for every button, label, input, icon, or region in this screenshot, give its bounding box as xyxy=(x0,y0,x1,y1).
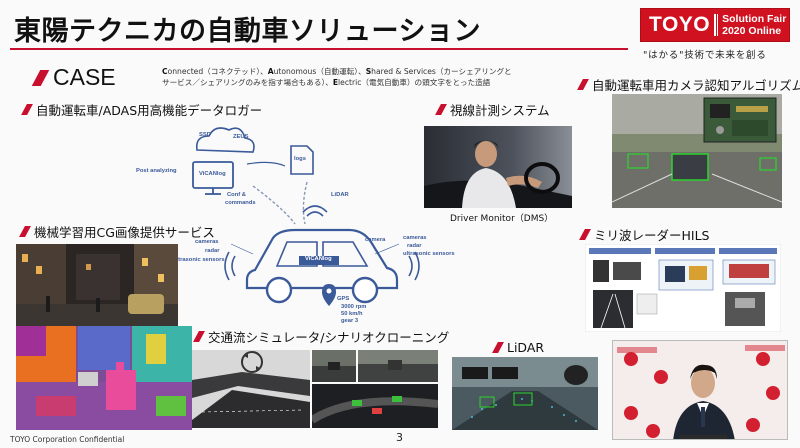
left-cameras-label: cameras xyxy=(195,239,219,245)
case-s-rest: hared & Services（カーシェアリングとサービス／シェアリングのみを… xyxy=(162,67,512,87)
traffic-scenario-graphic xyxy=(312,384,438,428)
ssd-label: SSD xyxy=(199,132,211,138)
gear-label: gear 3 xyxy=(341,318,359,324)
section-adas-logger: 自動運転車/ADAS用高機能データロガー xyxy=(21,100,263,119)
tagline: "はかる"技術で未来を創る xyxy=(643,50,767,61)
slash-mark-icon xyxy=(193,331,205,342)
case-e-rest: lectric（電気自動車）の頭文字をとった造語 xyxy=(338,78,491,87)
logo-main-text: TOYO xyxy=(649,13,711,36)
case-a-letter: A xyxy=(267,67,274,76)
post-analyzing-label: Post analyzing xyxy=(136,168,177,174)
presenter-video-graphic xyxy=(613,341,787,439)
vicanlog-monitor-label: ViCANlog xyxy=(199,171,226,177)
lidar-pointcloud-image xyxy=(452,357,598,430)
logo-sub-line-1: Solution Fair xyxy=(722,13,787,25)
case-heading: CASE xyxy=(31,64,116,91)
traffic-sim-loop-graphic xyxy=(192,350,310,428)
lidar-diagram-label: LiDAR xyxy=(331,192,349,198)
rpm-label: 3000 rpm xyxy=(341,304,367,310)
slash-mark-icon xyxy=(492,342,504,353)
dms-caption: Driver Monitor（DMS） xyxy=(450,214,554,224)
section-lidar-label: LiDAR xyxy=(507,340,545,355)
section-adas-logger-label: 自動運転車/ADAS用高機能データロガー xyxy=(36,103,263,118)
title-underline xyxy=(10,48,628,50)
camera-top-label: camera xyxy=(365,237,386,243)
slash-mark-icon xyxy=(21,104,33,115)
section-traffic-label: 交通流シミュレータ/シナリオクローニング xyxy=(208,330,450,345)
slide-title: 東陽テクニカの自動車ソリューション xyxy=(14,16,481,47)
slash-mark-icon xyxy=(19,226,31,237)
section-gaze-label: 視線計測システム xyxy=(450,103,550,118)
left-radar-label: radar xyxy=(205,248,220,254)
traffic-camera-view-1-graphic xyxy=(312,350,356,382)
traffic-scenario-image xyxy=(312,384,438,428)
camera-recognition-graphic xyxy=(612,94,782,208)
speed-label: 50 km/h xyxy=(341,311,363,317)
section-camera-algorithm: 自動運転車用カメラ認知アルゴリズム xyxy=(577,75,800,94)
slash-mark-icon xyxy=(31,69,50,86)
section-radar-hils: ミリ波レーダーHILS xyxy=(579,225,710,244)
case-heading-text: CASE xyxy=(53,64,116,90)
adas-data-logger-diagram: SSD ZEUS ViCANlog Post analyzing logs Co… xyxy=(135,120,475,325)
section-camera-label: 自動運転車用カメラ認知アルゴリズム xyxy=(592,78,800,93)
section-cg-label: 機械学習用CG画像提供サービス xyxy=(34,225,215,240)
slash-mark-icon xyxy=(579,229,591,240)
logo-sub-line-2: 2020 Online xyxy=(722,25,782,37)
section-lidar: LiDAR xyxy=(492,340,545,355)
traffic-camera-view-1 xyxy=(312,350,356,382)
logo-sub-text: Solution Fair 2020 Online xyxy=(722,13,786,37)
case-e-letter: E xyxy=(332,78,339,87)
zeus-label: ZEUS xyxy=(233,134,249,140)
traffic-camera-view-2-graphic xyxy=(358,350,438,382)
cg-night-street-graphic xyxy=(16,244,178,330)
car-vicanlog-label: ViCANlog xyxy=(305,256,332,262)
confidential-footer: TOYO Corporation Confidential xyxy=(10,435,125,444)
logo-divider xyxy=(714,14,719,36)
section-traffic-simulator: 交通流シミュレータ/シナリオクローニング xyxy=(193,327,450,346)
presenter-video xyxy=(612,340,788,440)
slash-mark-icon xyxy=(577,79,589,90)
toyo-solution-fair-logo: TOYO Solution Fair 2020 Online xyxy=(640,8,790,42)
radar-hils-graphic xyxy=(585,244,781,332)
section-radar-label: ミリ波レーダーHILS xyxy=(594,228,710,243)
slash-mark-icon xyxy=(435,104,447,115)
driver-monitor-photo xyxy=(424,126,572,208)
cg-night-street-image xyxy=(16,244,178,330)
case-c-rest: onnected（コネクテッド）、 xyxy=(167,67,268,76)
gps-label: GPS xyxy=(337,296,350,302)
radar-hils-diagram xyxy=(585,244,781,332)
cg-segmentation-image xyxy=(16,326,192,430)
right-radar-label: radar xyxy=(407,243,422,249)
logger-diagram-graphic xyxy=(192,127,420,306)
left-ultrasonic-label: ultrasonic sensors xyxy=(173,257,225,263)
right-cameras-label: cameras xyxy=(403,235,427,241)
case-description: Connected（コネクテッド）、Autonomous（自動運転）、Share… xyxy=(162,66,512,88)
page-number: 3 xyxy=(396,431,403,444)
traffic-camera-view-2 xyxy=(358,350,438,382)
conf-label: Conf & xyxy=(227,192,246,198)
right-ultrasonic-label: ultrasonic sensors xyxy=(403,251,455,257)
traffic-sim-loop-image xyxy=(192,350,310,428)
logs-label: logs xyxy=(294,156,306,162)
case-c-letter: C xyxy=(162,67,168,76)
camera-recognition-image xyxy=(612,94,782,208)
section-cg-images: 機械学習用CG画像提供サービス xyxy=(19,222,215,241)
case-a-rest: utonomous（自動運転）、 xyxy=(273,67,366,76)
commands-label: commands xyxy=(225,200,256,206)
cg-segmentation-graphic xyxy=(16,326,192,430)
section-gaze-measurement: 視線計測システム xyxy=(435,100,550,119)
case-s-letter: S xyxy=(365,67,372,76)
lidar-pointcloud-graphic xyxy=(452,357,598,430)
driver-monitor-photo-graphic xyxy=(424,126,572,208)
